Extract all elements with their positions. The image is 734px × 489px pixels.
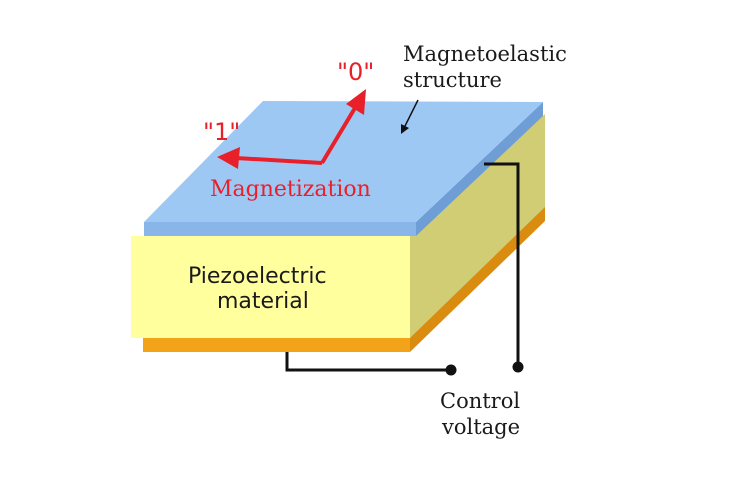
control-voltage-label-line1: Control bbox=[440, 389, 521, 413]
magnetoelastic-top-face bbox=[144, 101, 543, 222]
piezo-front-face bbox=[131, 236, 410, 338]
control-voltage-label-line2: voltage bbox=[442, 415, 521, 439]
state-one-arrowhead bbox=[217, 147, 240, 169]
state-zero-arrowhead bbox=[346, 89, 366, 115]
state-zero-arrow-shaft bbox=[320, 106, 357, 165]
top-wire-terminal bbox=[512, 361, 524, 373]
piezo-label-line1: Piezoelectric bbox=[188, 264, 327, 289]
bottom-electrode-side bbox=[410, 205, 545, 352]
state-one-arrow-shaft bbox=[235, 156, 323, 165]
magnetoelastic-label-line1: Magnetoelastic bbox=[403, 42, 567, 66]
piezo-label-line2: material bbox=[217, 289, 309, 314]
bottom-electrode-wire bbox=[285, 352, 450, 372]
magnetoelastic-label-line2: structure bbox=[403, 68, 502, 92]
magnetoelastic-pointer-line bbox=[403, 99, 419, 129]
magnetoelastic-pointer-head bbox=[401, 124, 409, 134]
magnetization-arrows bbox=[217, 89, 366, 169]
magnetization-label: Magnetization bbox=[210, 177, 371, 202]
magnetoelastic-front-edge bbox=[144, 222, 416, 236]
top-electrode-wire bbox=[484, 162, 520, 364]
state-zero-label: "0" bbox=[337, 58, 375, 86]
bottom-wire-terminal bbox=[445, 364, 457, 376]
magnetoelastic-side-edge bbox=[416, 102, 543, 236]
piezo-side-face bbox=[410, 114, 545, 338]
bottom-electrode-front bbox=[143, 336, 410, 352]
state-one-label: "1" bbox=[203, 118, 241, 146]
